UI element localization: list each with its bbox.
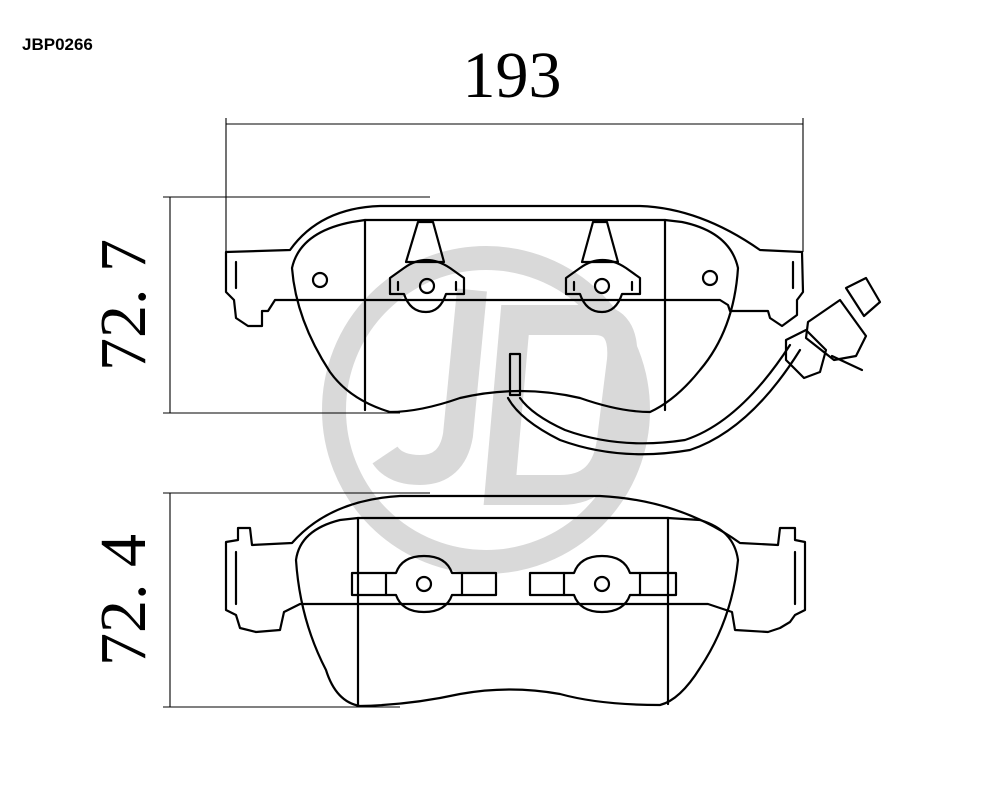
width-dimension-label: 193 <box>463 39 562 112</box>
top-pad-height-label: 72. 7 <box>87 239 160 371</box>
bottom-pad-height-dimension: 72. 4 <box>87 492 430 708</box>
bottom-pad-height-label: 72. 4 <box>87 534 160 666</box>
part-code-label: JBP0266 <box>22 35 93 54</box>
top-brake-pad <box>224 204 882 456</box>
bottom-brake-pad <box>224 494 807 708</box>
width-dimension: 193 <box>225 39 804 252</box>
watermark-logo <box>322 246 650 574</box>
top-pad-height-dimension: 72. 7 <box>87 196 430 414</box>
